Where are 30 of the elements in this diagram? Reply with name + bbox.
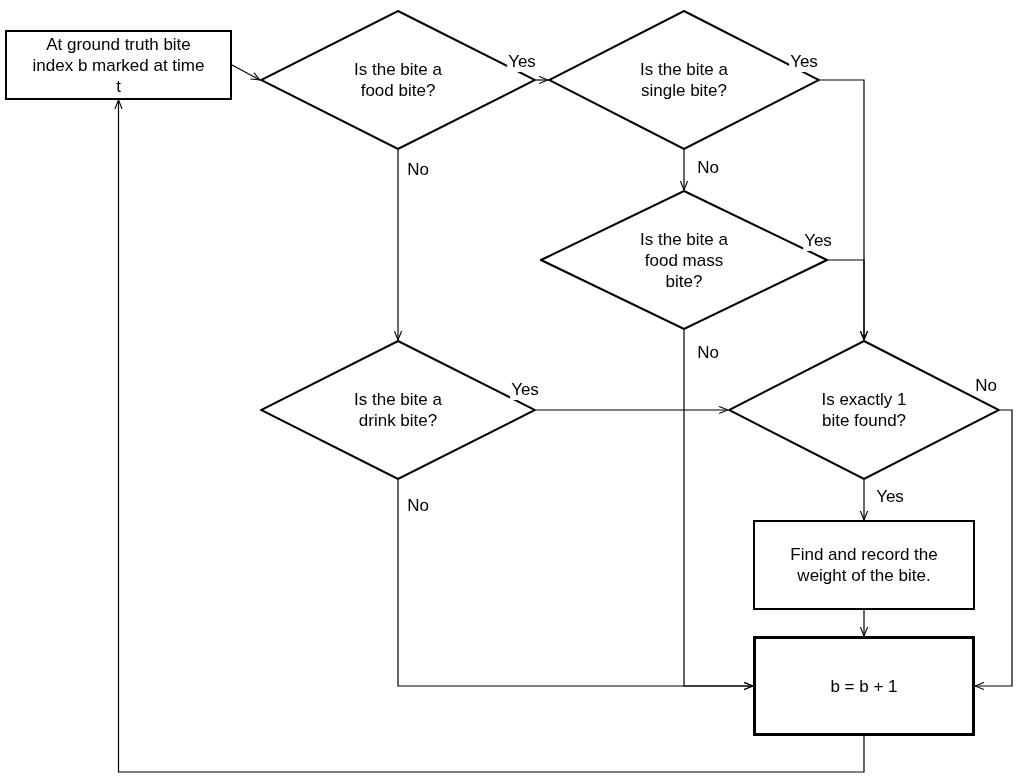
node-text: At ground truth bite index b marked at time t: [31, 33, 206, 97]
edge-label: Yes: [510, 380, 540, 400]
arrow: [231, 64, 261, 81]
arrow: [397, 479, 754, 691]
decision-diamond: [728, 340, 1000, 480]
edge-label: Yes: [507, 52, 537, 72]
arrow: [535, 405, 729, 415]
arrow: [859, 479, 869, 521]
arrow: [859, 609, 869, 637]
node-text: Is the bite a single bite?: [639, 59, 729, 101]
arrow: [974, 409, 1013, 691]
decision-diamond: [260, 10, 536, 150]
node-text: Find and record the weight of the bite.: [789, 544, 939, 586]
process-box: [753, 520, 975, 610]
node-text: Is the bite a drink bite?: [353, 389, 443, 431]
edge-label: Yes: [789, 52, 819, 72]
process-box: [5, 30, 232, 100]
node-text: Is exactly 1 bite found?: [820, 389, 908, 431]
edge-label: Yes: [803, 231, 833, 251]
decision-diamond: [548, 10, 820, 150]
arrow: [827, 259, 869, 341]
arrow: [114, 99, 865, 773]
arrow: [679, 149, 689, 191]
arrow: [393, 149, 403, 341]
node-text: Is the bite a food mass bite?: [639, 228, 729, 292]
node-text: Is the bite a food bite?: [353, 59, 443, 101]
decision-diamond: [260, 340, 536, 480]
process-box: [753, 636, 975, 736]
arrow: [535, 75, 549, 85]
node-text: b = b + 1: [829, 675, 899, 697]
